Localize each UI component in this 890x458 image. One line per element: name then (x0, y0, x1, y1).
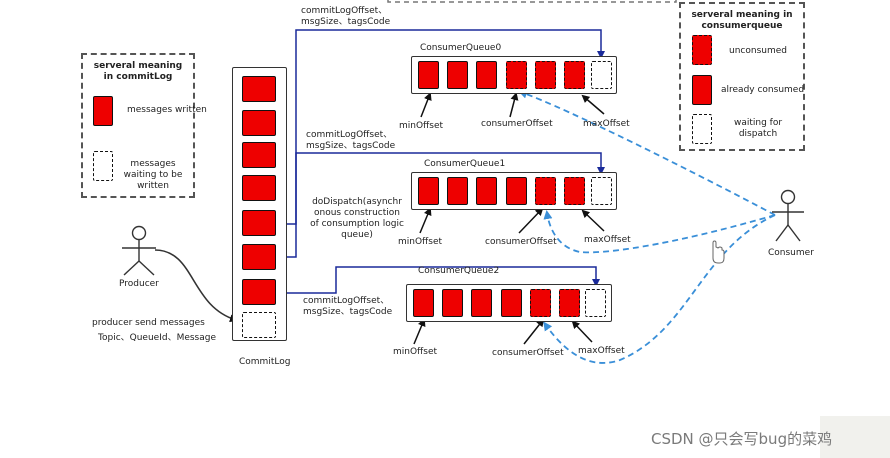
queue0-min-offset: minOffset (399, 121, 444, 131)
queue0-unconsumed-entry (506, 61, 527, 89)
legend-written-swatch (93, 96, 113, 126)
commitlog-frame (232, 67, 287, 341)
legend-consumed-label: already consumed (721, 85, 805, 95)
dispatch-entry-label-q2-line1: commitLogOffset、 (303, 296, 390, 306)
dispatch-entry-label-q1-line1: commitLogOffset、 (306, 130, 393, 140)
producer-send-label: producer send messages (92, 318, 205, 328)
legend-waiting-label: messages waiting to be written (123, 159, 183, 191)
queue0-consumed-entry (447, 61, 468, 89)
queue0-consumed-entry (476, 61, 497, 89)
producer-icon (122, 225, 156, 276)
consume-queue-2 (406, 284, 612, 322)
commitlog-message (242, 175, 276, 201)
queue1-unconsumed-entry (564, 177, 585, 205)
legend-commitlog-title: serveral meaning in commitLog (93, 61, 183, 82)
dispatch-line-queue2 (276, 266, 600, 294)
cursor-icon (712, 240, 725, 264)
queue1-consumer-offset: consumerOffset (485, 237, 557, 247)
dispatch-entry-label-q0-line1: commitLogOffset、 (301, 6, 388, 16)
queue2-name: ConsumerQueue2 (418, 266, 500, 276)
do-dispatch-label: doDispatch(asynchronous construction of … (310, 197, 404, 240)
top-dashed-box-edge (387, 0, 677, 3)
legend-dispatch-label: waiting for dispatch (733, 118, 783, 139)
queue0-max-offset: maxOffset (583, 119, 630, 129)
commitlog-message (242, 244, 276, 270)
queue0-unconsumed-entry (535, 61, 556, 89)
legend-dispatch-swatch (692, 114, 712, 144)
queue0-unconsumed-entry (564, 61, 585, 89)
dispatch-line-queue1 (276, 152, 605, 258)
commitlog-label: CommitLog (239, 357, 291, 367)
consume-queue-1 (411, 172, 617, 210)
queue2-unconsumed-entry (530, 289, 551, 317)
queue2-consumer-offset: consumerOffset (492, 348, 564, 358)
consumer-icon (772, 189, 804, 242)
queue1-unconsumed-entry (535, 177, 556, 205)
queue1-max-offset: maxOffset (584, 235, 631, 245)
producer-send-fields: Topic、QueueId、Message (98, 333, 217, 343)
commitlog-message (242, 210, 276, 236)
dispatch-entry-label-q1-line2: msgSize、tagsCode (306, 141, 396, 151)
commitlog-pending-message (242, 312, 276, 338)
queue1-consumed-entry (506, 177, 527, 205)
queue2-unconsumed-entry (559, 289, 580, 317)
legend-consumequeue-title: serveral meaning in consumerqueue (691, 10, 793, 31)
watermark: CSDN @只会写bug的菜鸡 (651, 430, 833, 448)
dispatch-entry-label-q2-line2: msgSize、tagsCode (303, 307, 393, 317)
queue1-min-offset: minOffset (398, 237, 443, 247)
producer-label: Producer (119, 279, 159, 289)
queue0-name: ConsumerQueue0 (420, 43, 502, 53)
commitlog-message (242, 279, 276, 305)
commitlog-message (242, 142, 276, 168)
queue1-name: ConsumerQueue1 (424, 159, 506, 169)
queue0-consumed-entry (418, 61, 439, 89)
queue2-dispatch-entry (585, 289, 606, 317)
queue1-dispatch-entry (591, 177, 612, 205)
corner-patch (820, 416, 890, 458)
queue2-consumed-entry (471, 289, 492, 317)
queue1-consumed-entry (447, 177, 468, 205)
consumer-pull-line-queue1 (543, 210, 776, 254)
queue2-consumed-entry (413, 289, 434, 317)
queue2-consumed-entry (442, 289, 463, 317)
queue2-min-offset: minOffset (393, 347, 438, 357)
legend-unconsumed-label: unconsumed (729, 46, 787, 56)
producer-send-line (154, 249, 238, 323)
legend-written-label: messages written (127, 105, 207, 115)
legend-commitlog: serveral meaning in commitLog messages w… (81, 53, 207, 198)
legend-unconsumed-swatch (692, 35, 712, 65)
commitlog-message (242, 110, 276, 136)
consumer-label: Consumer (768, 248, 814, 258)
consume-queue-0 (411, 56, 617, 94)
legend-consumequeue: serveral meaning in consumerqueue uncons… (679, 2, 805, 151)
queue0-consumer-offset: consumerOffset (481, 119, 553, 129)
queue0-dispatch-entry (591, 61, 612, 89)
queue2-max-offset: maxOffset (578, 346, 625, 356)
dispatch-line-queue0 (276, 29, 605, 225)
queue2-consumed-entry (501, 289, 522, 317)
queue1-consumed-entry (418, 177, 439, 205)
commitlog-message (242, 76, 276, 102)
legend-consumed-swatch (692, 75, 712, 105)
legend-waiting-swatch (93, 151, 113, 181)
queue1-consumed-entry (476, 177, 497, 205)
consumer-pull-line-queue2 (543, 214, 776, 364)
dispatch-entry-label-q0-line2: msgSize、tagsCode (301, 17, 391, 27)
